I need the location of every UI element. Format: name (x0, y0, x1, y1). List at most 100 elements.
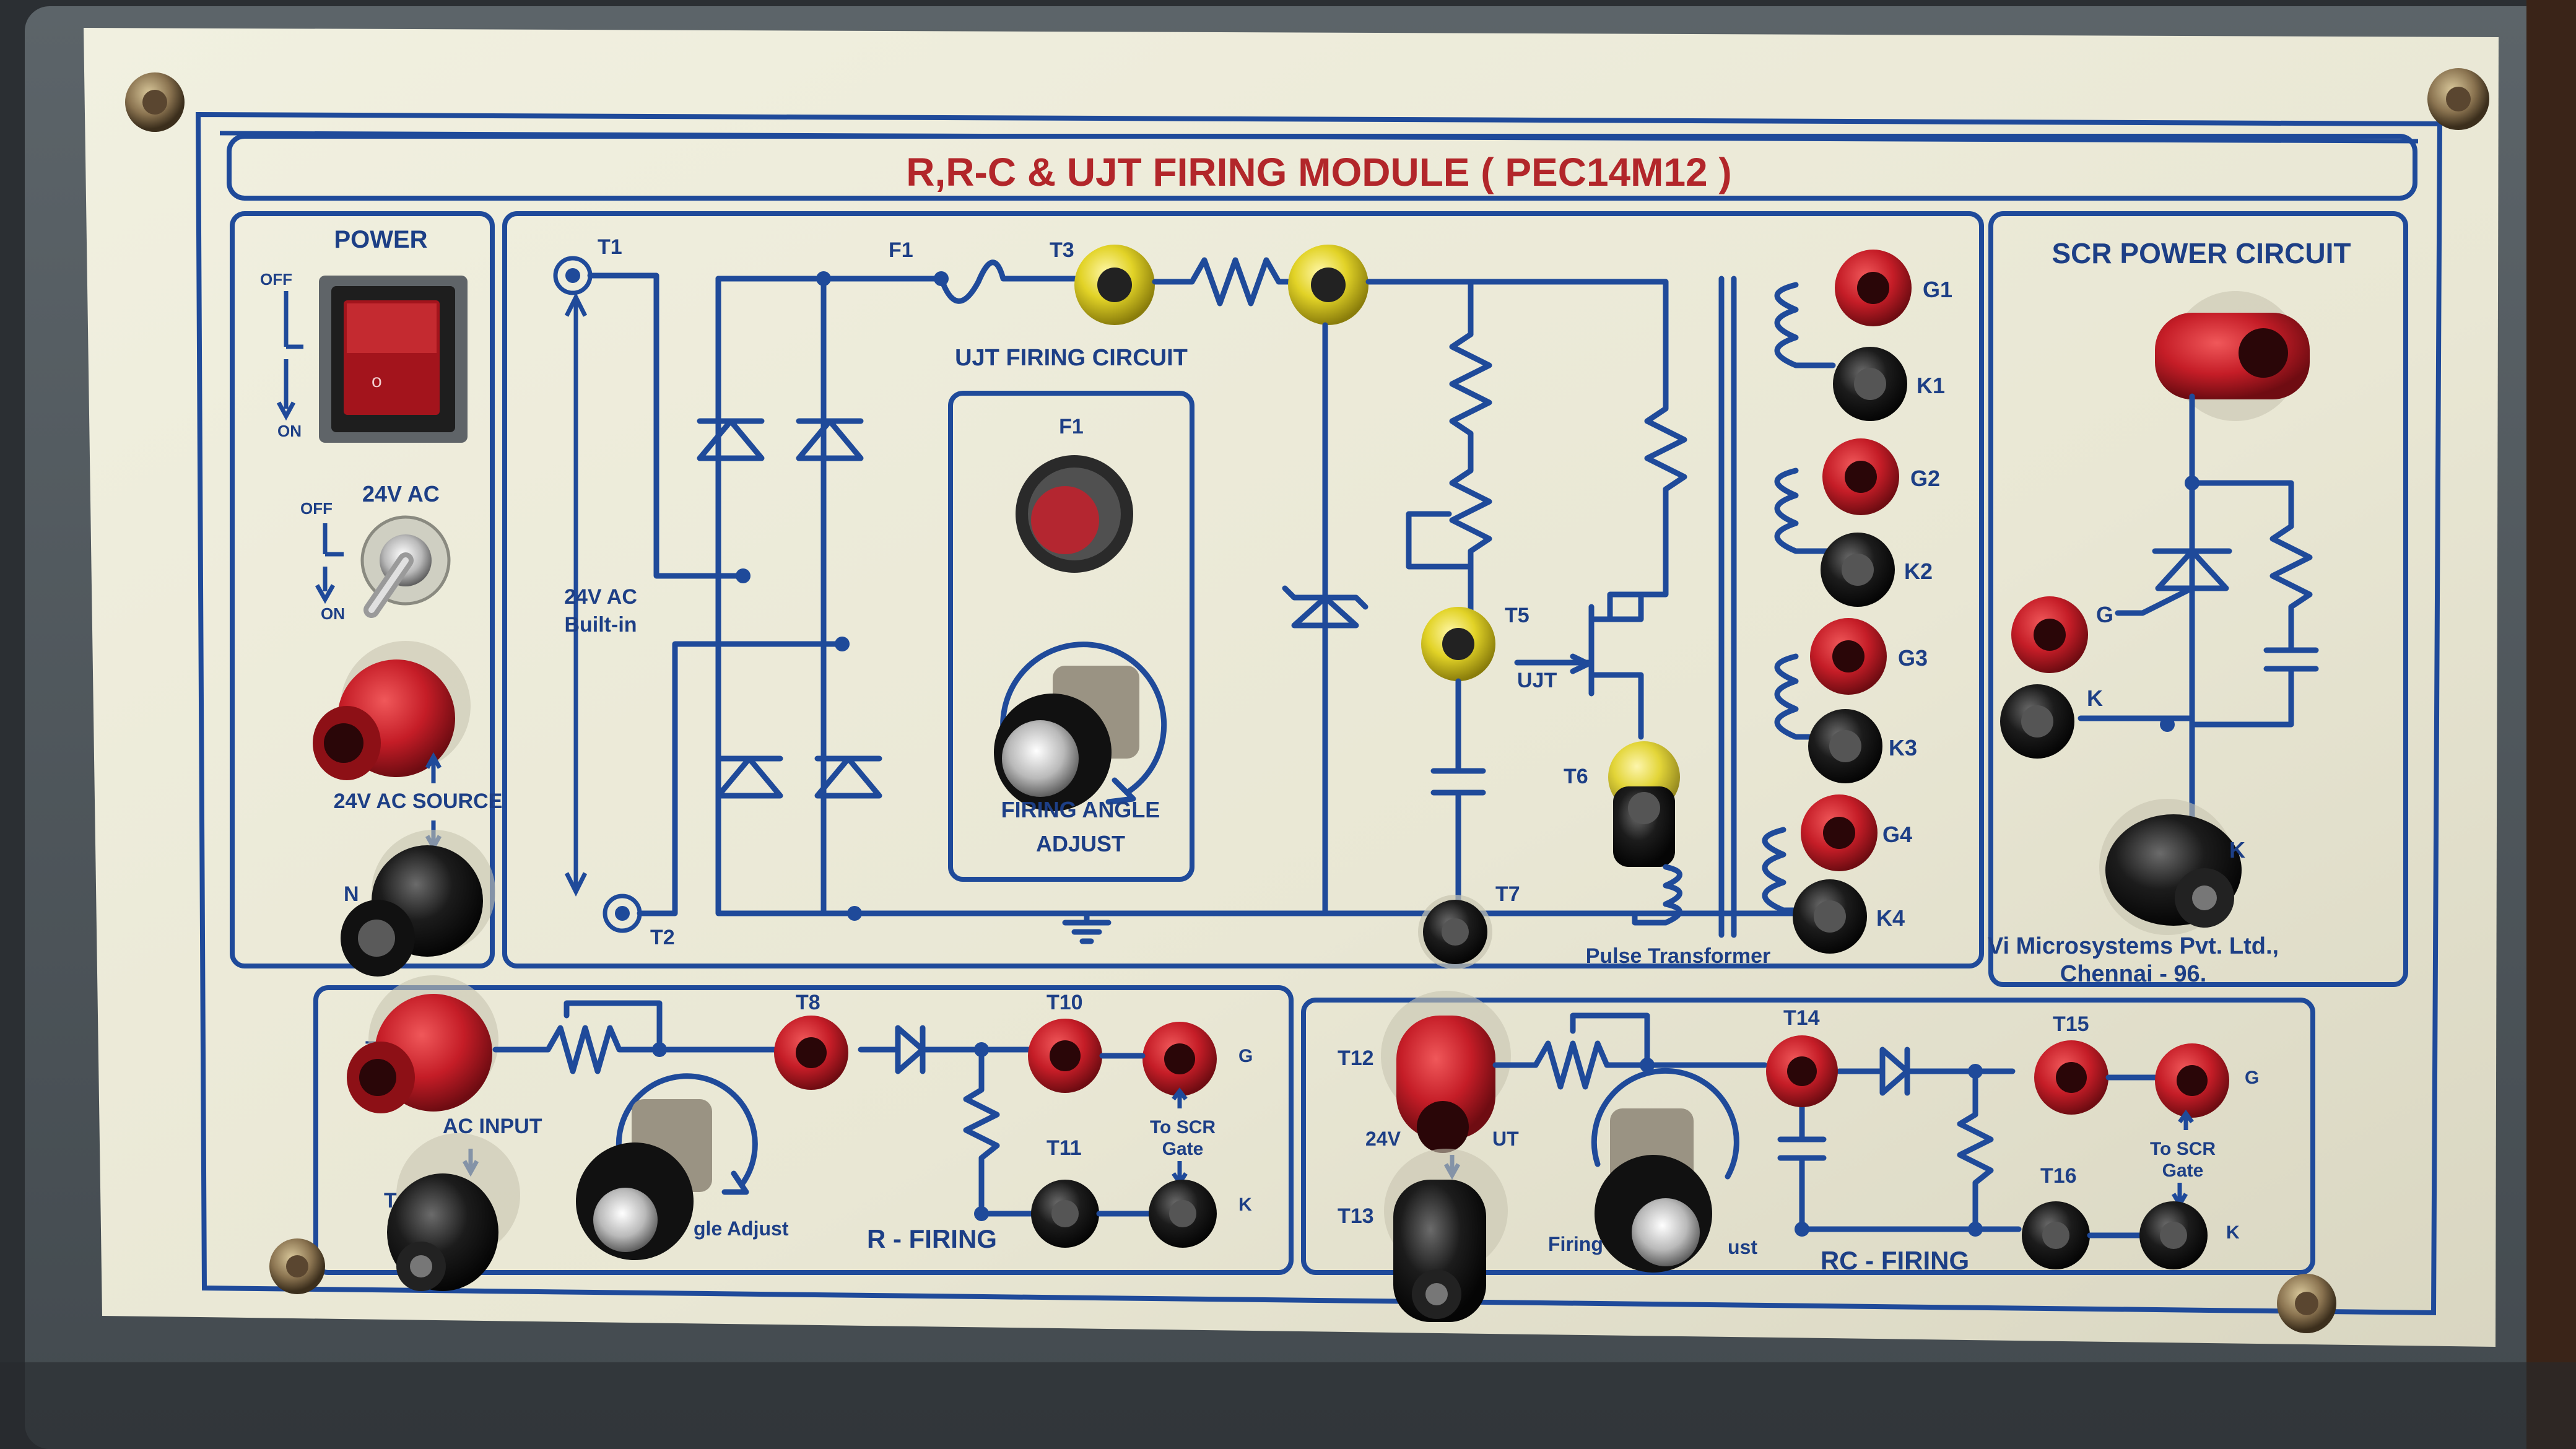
manufacturer-line-1: Vi Microsystems Pvt. Ltd., (1988, 933, 2279, 959)
t6-label: T6 (1564, 765, 1588, 788)
rc-firing-knob-arc (1591, 1068, 1739, 1180)
r-firing-knob-arc (616, 1073, 758, 1186)
k3-black-jack[interactable] (1808, 709, 1882, 783)
t8-red-jack[interactable] (774, 1016, 848, 1090)
t12-red-jack[interactable] (1381, 991, 1511, 1153)
r-firing-input-black-jack[interactable] (387, 1133, 520, 1291)
power-on-label: ON (277, 422, 302, 440)
svg-text:o: o (372, 371, 382, 391)
r-firing-label: R - FIRING (867, 1224, 997, 1253)
t1-label: T1 (598, 235, 622, 259)
r-firing-diode-wiring (858, 1025, 1034, 1217)
t11-label: T11 (1046, 1136, 1082, 1160)
r-firing-pot-wiring (492, 1000, 786, 1074)
r-firing-g-label: G (1238, 1046, 1253, 1066)
secondary-coil-3 (1774, 653, 1836, 740)
screw-top-left (125, 72, 185, 132)
k2-label: K2 (1904, 559, 1933, 584)
scr-snubber-wiring (2189, 393, 2319, 867)
scr-gate-red-jack[interactable] (2011, 596, 2088, 673)
t10-red-jack[interactable] (1028, 1019, 1102, 1093)
k1-black-jack[interactable] (1833, 347, 1907, 421)
fuse-cap[interactable] (1031, 486, 1099, 554)
t16-label: T16 (2040, 1164, 2077, 1188)
rc-firing-gate-red-jack[interactable] (2155, 1043, 2229, 1118)
g1-red-jack[interactable] (1835, 250, 1912, 326)
wood-edge (2526, 0, 2576, 1449)
neutral-label: N (344, 882, 359, 906)
g2-red-jack[interactable] (1822, 438, 1899, 515)
rc-firing-label: RC - FIRING (1821, 1246, 1969, 1275)
ac-on-label: ON (321, 604, 345, 623)
scr-k-label: K (2087, 685, 2103, 711)
t1-terminal[interactable] (565, 268, 580, 283)
rc-firing-section (1301, 998, 2315, 1275)
k2-black-jack[interactable] (1821, 533, 1895, 607)
r-firing-input-red-jack[interactable] (347, 975, 498, 1113)
zener-diode (1282, 585, 1368, 629)
manufacturer-line-2: Chennai - 96. (2060, 961, 2207, 987)
screw-bottom-left (269, 1238, 325, 1294)
g1-label: G1 (1923, 277, 1952, 302)
ujt-transistor (1514, 591, 1644, 740)
t15-label: T15 (2053, 1012, 2089, 1036)
r-firing-k-black-jack[interactable] (1149, 1180, 1217, 1248)
g4-red-jack[interactable] (1801, 794, 1878, 871)
fuse-knob-box (948, 391, 1194, 882)
t10-label: T10 (1046, 991, 1083, 1014)
t15-red-jack[interactable] (2034, 1040, 2108, 1115)
t2-terminal[interactable] (615, 906, 630, 921)
scr-cathode-black-jack[interactable] (2000, 684, 2074, 759)
scr-power-header: SCR POWER CIRCUIT (2052, 237, 2351, 269)
secondary-coil-4 (1762, 827, 1824, 913)
ujt-section (502, 211, 1984, 968)
r-firing-gate-red-jack[interactable] (1142, 1022, 1217, 1096)
diode-d2 (796, 418, 864, 461)
ujt-resistor-chain (1449, 331, 1492, 622)
power-label: POWER (334, 226, 427, 253)
r-firing-angle-label: gle Adjust (694, 1217, 789, 1240)
r-firing-k-label: K (1238, 1194, 1252, 1215)
ujt-circuit-label: UJT FIRING CIRCUIT (955, 345, 1188, 371)
diode-d3 (715, 755, 783, 799)
k4-black-jack[interactable] (1793, 879, 1867, 954)
scr-k-bottom-label: K (2229, 837, 2245, 863)
t7-label: T7 (1495, 882, 1520, 906)
t14-label: T14 (1783, 1006, 1820, 1030)
rc-firing-input-right: UT (1492, 1128, 1519, 1150)
shadow-bottom (0, 1362, 2576, 1449)
diode-d4 (814, 755, 882, 799)
r-firing-section (313, 985, 1294, 1275)
t14-red-jack[interactable] (1766, 1035, 1838, 1107)
g3-red-jack[interactable] (1810, 618, 1887, 695)
secondary-coil-2 (1774, 468, 1836, 554)
builtin-label-1: 24V AC (564, 585, 637, 609)
t3-label: T3 (1050, 238, 1074, 262)
rc-firing-g-label: G (2245, 1068, 2259, 1088)
ujt-load-resistor (1607, 331, 1687, 622)
rc-firing-scr-line-1: To SCR (2150, 1139, 2216, 1159)
panel-title: R,R-C & UJT FIRING MODULE ( PEC14M12 ) (906, 150, 1731, 194)
t8-label: T8 (796, 991, 820, 1014)
diode-d1 (697, 418, 765, 461)
scr-section (1988, 211, 2408, 987)
title-box (227, 134, 2417, 201)
scr-symbol (2115, 548, 2232, 616)
screw-bottom-right (2277, 1274, 2336, 1333)
rc-firing-knob-label-left: Firing (1548, 1233, 1603, 1255)
scr-g-label: G (2096, 602, 2113, 627)
rc-firing-k-black-jack[interactable] (2139, 1201, 2208, 1269)
t16-black-jack[interactable] (2022, 1201, 2090, 1269)
t11-black-jack[interactable] (1031, 1180, 1099, 1248)
scr-anode-red-jack[interactable] (2155, 291, 2310, 421)
t13-black-jack[interactable] (1384, 1149, 1508, 1322)
r-firing-scr-line-1: To SCR (1150, 1117, 1216, 1138)
secondary-coil-1 (1774, 282, 1836, 368)
t12-label: T12 (1338, 1046, 1374, 1070)
ac-source-label: 24V AC SOURCE (334, 790, 503, 813)
scr-k-black-jack-large[interactable] (2099, 799, 2242, 935)
builtin-label-2: Built-in (564, 613, 637, 637)
r-firing-scr-line-2: Gate (1162, 1139, 1204, 1159)
transformer-core (1718, 276, 1737, 938)
